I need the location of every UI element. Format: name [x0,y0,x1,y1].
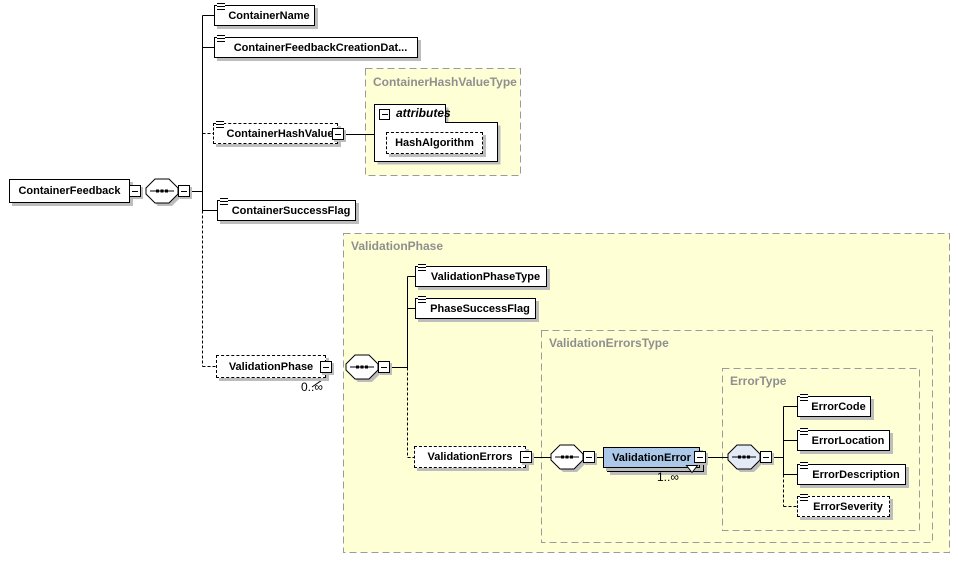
element-error-severity[interactable]: ErrorSeverity [797,494,890,517]
collapse-button-validation-phase[interactable] [320,361,332,373]
element-error-location[interactable]: ErrorLocation [797,428,890,451]
simple-content-icon [216,121,224,129]
occurrence-label-validation-error: 1..∞ [657,470,679,484]
element-label: ContainerSuccessFlag [231,204,351,217]
collapse-button-errors-sequence[interactable] [583,451,595,463]
element-validation-error[interactable]: ValidationError [603,447,700,468]
element-label: ContainerHashValue [226,127,334,140]
type-title-validation-phase: ValidationPhase [351,239,444,253]
element-error-code[interactable]: ErrorCode [797,394,871,417]
element-label: ErrorCode [811,400,866,413]
collapse-button-root-sequence[interactable] [178,185,190,197]
sequence-compositor-error-type[interactable] [727,444,763,472]
element-validation-phase[interactable]: ValidationPhase [216,355,326,378]
simple-content-icon [220,198,228,206]
element-validation-errors[interactable]: ValidationErrors [414,446,526,468]
sequence-compositor-validation-phase[interactable] [345,354,381,382]
collapse-button-error-sequence[interactable] [760,451,772,463]
type-title-error-type: ErrorType [730,374,787,388]
element-phase-success-flag[interactable]: PhaseSuccessFlag [415,296,536,319]
attributes-label: attributes [396,106,451,120]
simple-content-icon [800,428,808,436]
attribute-label: HashAlgorithm [395,137,474,149]
type-area-validation-errors-type [541,330,933,543]
simple-content-icon [418,296,426,304]
type-area-error-type [722,368,920,531]
element-container-feedback[interactable]: ContainerFeedback [9,179,130,203]
collapse-button-attributes[interactable] [379,109,390,120]
type-title-validation-errors-type: ValidationErrorsType [549,336,669,350]
collapse-button-validation-error[interactable] [694,451,706,463]
simple-content-icon [217,3,225,11]
simple-content-icon [800,462,808,470]
simple-content-icon [800,494,808,502]
element-label: ValidationErrors [427,451,513,463]
collapse-button-validation-errors[interactable] [520,451,532,463]
element-container-hash-value[interactable]: ContainerHashValue [213,121,338,144]
dashed-connectors [202,133,797,507]
element-validation-phase-type[interactable]: ValidationPhaseType [415,264,547,287]
element-label: ContainerName [228,9,310,22]
collapse-button-container-hash-value[interactable] [332,128,344,140]
element-label: ContainerFeedback [18,185,121,197]
attribute-hash-algorithm[interactable]: HashAlgorithm [386,132,483,154]
element-error-description[interactable]: ErrorDescription [797,462,906,485]
element-label: ContainerFeedbackCreationDat... [233,41,408,54]
sequence-compositor-validation-errors[interactable] [550,444,586,472]
sequence-compositor-root[interactable] [145,178,181,206]
element-label: ErrorSeverity [813,500,883,513]
occurrence-label-validation-phase: 0..∞ [301,380,323,394]
simple-content-icon [217,35,225,43]
type-title-container-hash-value-type: ContainerHashValueType [373,75,517,89]
element-container-name[interactable]: ContainerName [214,3,315,26]
simple-content-icon [800,394,808,402]
solid-connectors [190,15,797,475]
repeat-marker-icon [685,465,699,474]
element-label: ValidationError [612,451,691,464]
element-label: ValidationPhase [228,360,314,373]
element-label: ValidationPhaseType [430,270,541,283]
collapse-button-container-feedback[interactable] [129,185,141,197]
element-label: PhaseSuccessFlag [430,302,530,315]
element-container-feedback-creation-date[interactable]: ContainerFeedbackCreationDat... [214,35,418,58]
element-container-success-flag[interactable]: ContainerSuccessFlag [217,198,356,221]
element-label: ErrorLocation [811,434,885,447]
simple-content-icon [418,264,426,272]
element-label: ErrorDescription [812,468,900,481]
collapse-button-phase-sequence[interactable] [378,361,390,373]
